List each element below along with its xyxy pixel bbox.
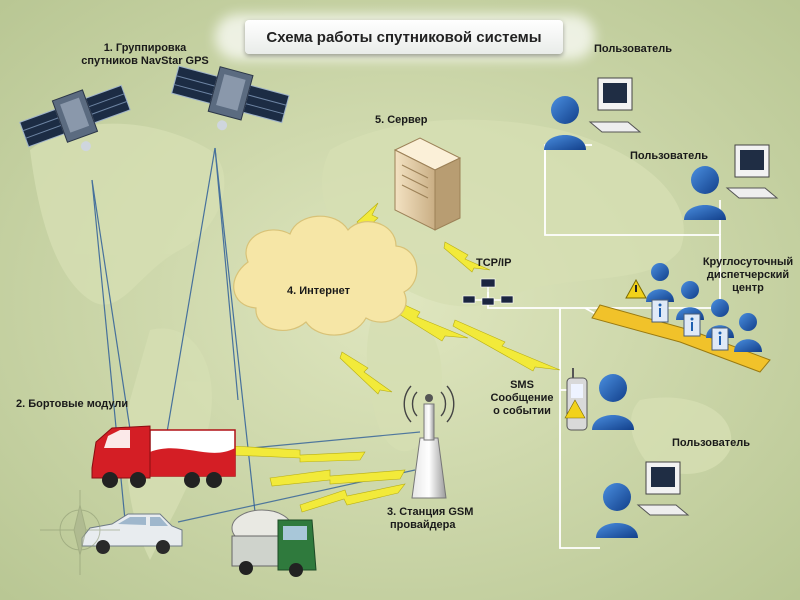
page-title: Схема работы спутниковой системы [266, 28, 542, 46]
user-label: Пользователь [630, 150, 709, 162]
network-switch-icon [462, 278, 514, 306]
sms-label-line2: Сообщение [490, 392, 554, 404]
title-banner: Схема работы спутниковой системы [245, 20, 563, 54]
satellites-label: 1. Группировка спутников NavStar GPS [80, 42, 210, 68]
sms-label-line1: SMS [510, 379, 534, 391]
satellites-label-line1: 1. Группировка [103, 42, 187, 54]
server-label: 5. Сервер [375, 114, 428, 126]
sms-label: SMS Сообщение о событии [482, 379, 562, 418]
satellite-icon [19, 84, 131, 152]
user-label: Пользователь [672, 437, 751, 449]
user-icon [592, 374, 634, 430]
gsm-station-label-line2: провайдера [390, 519, 456, 531]
satellites-label-line2: спутников NavStar GPS [81, 55, 209, 67]
gsm-station-label-line1: 3. Станция GSM [387, 506, 474, 518]
gsm-station-label: 3. Станция GSM провайдера [387, 506, 473, 532]
tcpip-label: TCP/IP [476, 257, 512, 269]
compass-icon [40, 490, 120, 575]
internet-label: 4. Интернет [287, 285, 351, 297]
computer-icon [725, 144, 779, 199]
info-icon [683, 313, 701, 337]
dispatch-label-line2: диспетчерский [706, 269, 790, 281]
mixer-truck-icon [231, 509, 317, 577]
dispatch-center-label: Круглосуточный диспетчерский центр [700, 256, 796, 295]
truck-icon [91, 425, 236, 488]
info-icon [651, 299, 669, 323]
cloud-icon [233, 215, 418, 336]
info-icon [711, 327, 729, 351]
gsm-tower-icon [403, 385, 455, 499]
computer-icon [588, 77, 642, 133]
user-icon [734, 313, 762, 352]
user-icon [596, 483, 638, 538]
user-icon [684, 166, 726, 220]
dispatch-label-line1: Круглосуточный [702, 256, 794, 268]
server-icon [393, 137, 462, 231]
phone-icon [564, 368, 588, 431]
user-icon [646, 263, 674, 302]
dispatch-label-line3: центр [732, 282, 764, 294]
onboard-modules-label: 2. Бортовые модули [16, 398, 129, 410]
satellite-icon [171, 65, 290, 131]
computer-icon [636, 461, 690, 516]
user-icon [544, 96, 586, 150]
sms-label-line3: о событии [493, 405, 551, 417]
dispatch-center [591, 263, 771, 373]
warning-icon [625, 278, 647, 299]
user-label: Пользователь [594, 43, 673, 55]
car-icon [81, 513, 183, 554]
